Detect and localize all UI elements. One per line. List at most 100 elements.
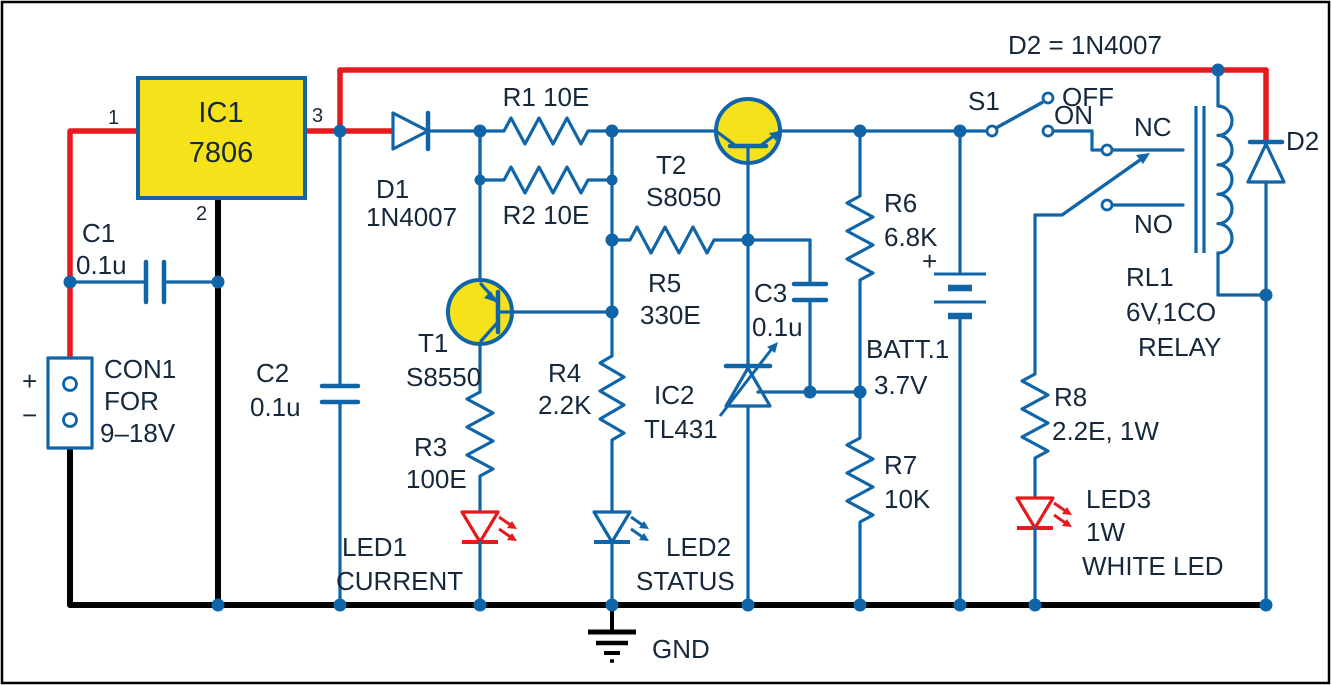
t2-value: S8050: [646, 182, 721, 212]
ic2-name: IC2: [654, 380, 694, 410]
junctions: [63, 63, 1273, 612]
relay-coil: [1216, 104, 1234, 255]
ground-rail: [67, 195, 1269, 608]
junction-dot: [741, 233, 755, 247]
resistor-r1: R1 10E: [478, 82, 614, 146]
led1-emission-arrow: [507, 533, 517, 541]
resistor-r2: R2 10E: [478, 129, 614, 230]
con1-for: FOR: [104, 386, 159, 416]
relay-no-label: NO: [1134, 209, 1173, 239]
transistor-t2: T2 S8050: [610, 97, 862, 242]
c2-name: C2: [256, 358, 289, 388]
junction-dot: [211, 275, 225, 289]
led3: LED3 1W WHITE LED: [1015, 484, 1224, 607]
led3-power: 1W: [1086, 517, 1125, 547]
relay-spec: 6V,1CO: [1126, 297, 1216, 327]
led2-emission-arrow: [639, 521, 649, 529]
led3-name: LED3: [1086, 484, 1151, 514]
switch-s1: S1 OFF ON: [968, 82, 1114, 152]
junction-dot: [333, 598, 347, 612]
s1-name: S1: [968, 86, 1000, 116]
junction-dot: [953, 598, 967, 612]
con1-name: CON1: [104, 354, 176, 384]
junction-dot: [1211, 63, 1225, 77]
junction-dot: [853, 124, 867, 138]
d1-value: 1N4007: [366, 202, 457, 232]
led2-emission-arrow: [639, 533, 649, 541]
r1-label: R1 10E: [503, 82, 590, 112]
s1-off-contact: [1041, 91, 1055, 105]
s1-lever: [995, 100, 1044, 130]
r6-name: R6: [884, 188, 917, 218]
con1-minus-label: −: [22, 400, 37, 430]
battery-value: 3.7V: [874, 370, 928, 400]
junction-dot: [803, 385, 817, 399]
ic2-value: TL431: [644, 414, 718, 444]
con1-terminal-minus: [62, 412, 78, 428]
ic1-part: 7806: [189, 137, 254, 169]
led2-name: LED2: [666, 532, 731, 562]
r5-name: R5: [648, 268, 681, 298]
resistor-r4: R4 2.2K: [538, 129, 626, 514]
r7-name: R7: [884, 450, 917, 480]
r6-value: 6.8K: [884, 222, 938, 252]
relay-common-arm: [1061, 158, 1141, 217]
junction-dot: [605, 305, 619, 319]
junction-dot: [853, 598, 867, 612]
led1-desc: CURRENT: [336, 566, 463, 596]
resistor-r7: R7 10K: [845, 390, 931, 607]
junction-dot: [1259, 288, 1273, 302]
r7-value: 10K: [884, 484, 931, 514]
c1-name: C1: [82, 218, 115, 248]
r3-value: 100E: [406, 464, 467, 494]
con1-plus-label: +: [22, 366, 37, 396]
gnd-label: GND: [652, 634, 710, 664]
r4-name: R4: [548, 358, 581, 388]
battery-name: BATT.1: [866, 334, 949, 364]
led3-emission-arrow: [1062, 507, 1072, 515]
r4-value: 2.2K: [538, 390, 592, 420]
resistor-r6: R6 6.8K: [845, 129, 938, 394]
resistor-r3: R3 100E: [406, 390, 495, 514]
led1-emission-arrow: [507, 521, 517, 529]
shunt-regulator-ic2: IC2 TL431: [644, 238, 862, 607]
r2-label: R2 10E: [503, 200, 590, 230]
ic1-pin3: 3: [312, 105, 323, 127]
relay-contacts: NC NO: [1033, 112, 1185, 239]
diode-d2: D2: [1246, 126, 1319, 607]
t1-emitter-arrow: [484, 291, 496, 302]
r8-name: R8: [1054, 382, 1087, 412]
capacitor-c2: C2 0.1u: [250, 129, 361, 607]
regulator-ic1: IC1 7806 1 3 2: [108, 76, 323, 225]
battery-batt1: + BATT.1 3.7V: [858, 129, 990, 607]
ground-symbol: GND: [588, 605, 710, 664]
led3-type: WHITE LED: [1082, 551, 1224, 581]
relay-name: RL1: [1126, 262, 1174, 292]
d2-top-note: D2 = 1N4007: [1008, 30, 1162, 60]
junction-dot: [63, 275, 77, 289]
led3-emission-arrow: [1062, 519, 1072, 527]
led1-name: LED1: [342, 532, 407, 562]
junction-dot: [853, 385, 867, 399]
junction-dot: [333, 124, 347, 138]
diode-d1: D1 1N4007: [366, 110, 482, 232]
junction-dot: [1259, 598, 1273, 612]
s1-off-label: OFF: [1062, 82, 1114, 112]
ic2-ref-arrow: [767, 342, 778, 353]
battery-plus-label: +: [922, 246, 937, 276]
ic1-pin1: 1: [108, 107, 119, 129]
d2-name: D2: [1286, 126, 1319, 156]
capacitor-c1: C1 0.1u: [68, 218, 220, 305]
r5-value: 330E: [640, 300, 701, 330]
led2-desc: STATUS: [636, 566, 735, 596]
c1-value: 0.1u: [76, 250, 127, 280]
c3-name: C3: [754, 278, 787, 308]
c2-value: 0.1u: [250, 392, 301, 422]
d1-name: D1: [376, 174, 409, 204]
relay-type: RELAY: [1138, 332, 1221, 362]
led1: LED1 CURRENT: [336, 510, 517, 607]
t2-emitter-arrow: [769, 131, 781, 141]
junction-dot: [605, 233, 619, 247]
